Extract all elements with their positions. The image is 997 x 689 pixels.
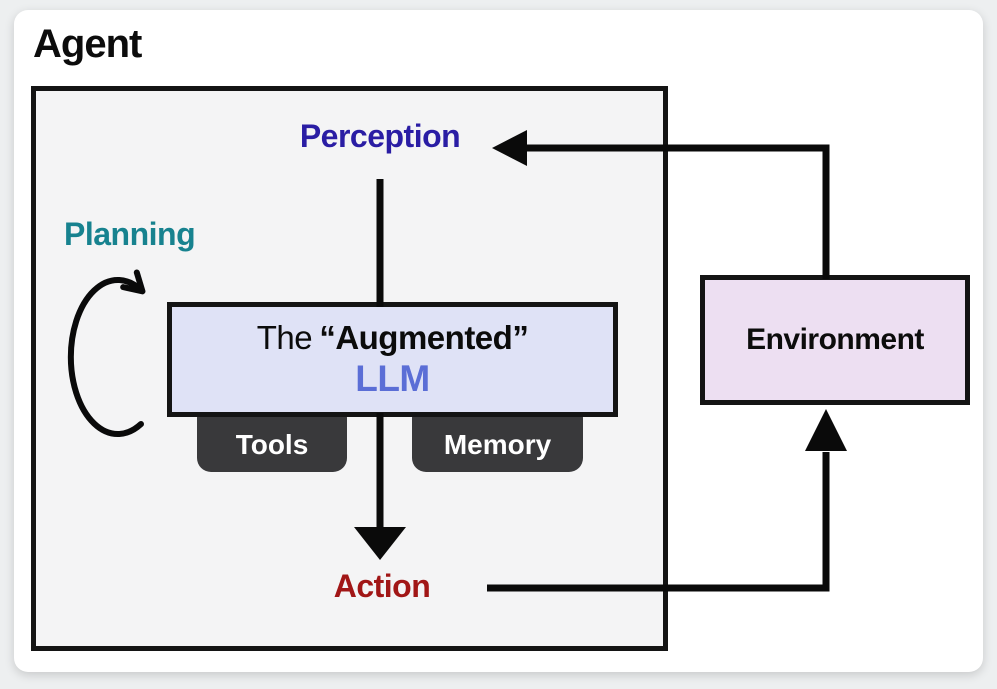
planning-label: Planning — [64, 216, 196, 252]
environment-box: Environment — [700, 275, 970, 405]
llm-box-title: The“Augmented” — [257, 318, 529, 358]
action-to-environment-arrowhead-icon — [805, 409, 847, 451]
environment-label: Environment — [746, 323, 924, 356]
agent-label: Agent — [33, 22, 142, 66]
llm-box-subtitle: LLM — [355, 358, 430, 400]
action-label: Action — [333, 568, 431, 604]
agent-diagram-card: Agent Perception Planning Action Tools M… — [14, 10, 983, 672]
llm-title-quoted: “Augmented” — [319, 318, 529, 356]
augmented-llm-box: The“Augmented” LLM — [167, 302, 618, 417]
llm-title-prefix: The — [256, 318, 313, 356]
perception-label: Perception — [299, 118, 461, 154]
